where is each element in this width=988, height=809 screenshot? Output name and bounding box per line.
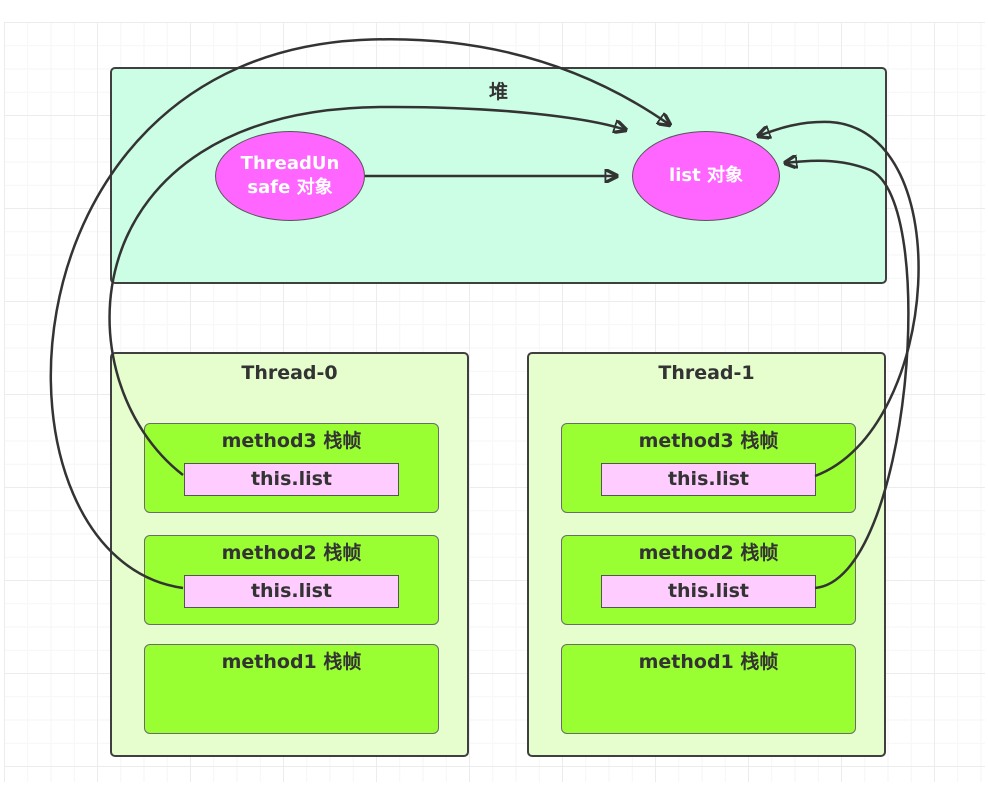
thread-1-method1-frame[interactable]: method1 栈帧 <box>561 644 856 734</box>
list-object-node[interactable]: list 对象 <box>632 131 780 221</box>
this-list-ref[interactable]: this.list <box>601 463 816 496</box>
list-object-label: list 对象 <box>669 164 743 186</box>
frame-title: method3 栈帧 <box>638 430 779 452</box>
thread-1-title: Thread-1 <box>658 362 755 384</box>
frame-title: method3 栈帧 <box>221 430 362 452</box>
thread-0-method1-frame[interactable]: method1 栈帧 <box>144 644 439 734</box>
thread-0-title: Thread-0 <box>241 362 338 384</box>
this-list-ref[interactable]: this.list <box>184 575 399 608</box>
frame-title: method1 栈帧 <box>221 651 362 673</box>
thread-1-method2-frame[interactable]: method2 栈帧 this.list <box>561 535 856 625</box>
frame-title: method2 栈帧 <box>638 542 779 564</box>
this-list-ref[interactable]: this.list <box>184 463 399 496</box>
heap-title: 堆 <box>488 81 508 103</box>
thread-1-container[interactable]: Thread-1 method3 栈帧 this.list method2 栈帧… <box>527 352 886 757</box>
thread-1-method3-frame[interactable]: method3 栈帧 this.list <box>561 423 856 513</box>
frame-title: method1 栈帧 <box>638 651 779 673</box>
thread-0-container[interactable]: Thread-0 method3 栈帧 this.list method2 栈帧… <box>110 352 469 757</box>
frame-title: method2 栈帧 <box>221 542 362 564</box>
thread-0-method2-frame[interactable]: method2 栈帧 this.list <box>144 535 439 625</box>
this-list-ref[interactable]: this.list <box>601 575 816 608</box>
thread-0-method3-frame[interactable]: method3 栈帧 this.list <box>144 423 439 513</box>
